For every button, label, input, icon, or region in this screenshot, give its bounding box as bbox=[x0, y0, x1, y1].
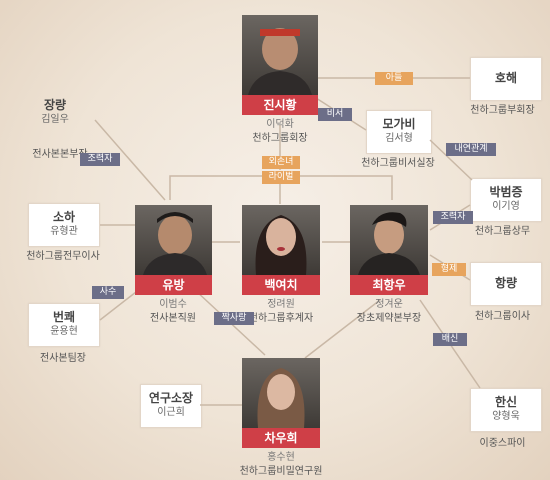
name-choehangu: 최항우 bbox=[350, 275, 428, 295]
portrait-chauhui bbox=[242, 358, 320, 428]
tag-betrayal: 배신 bbox=[433, 333, 467, 346]
tag-rival: 라이벌 bbox=[262, 171, 300, 184]
portrait-baekyeochi bbox=[242, 205, 320, 275]
actor-janglyang: 김일우 bbox=[41, 114, 69, 125]
tag-son: 아들 bbox=[375, 72, 413, 85]
name-hansin: 한신 bbox=[494, 395, 518, 409]
role-soha: 천하그룹전무이사 bbox=[26, 251, 100, 262]
tag-affair: 내연관계 bbox=[446, 143, 496, 156]
character-beonkwae[interactable]: 번쾌 윤용현 bbox=[28, 303, 100, 347]
role-jinsihwang: 천하그룹회장 bbox=[252, 133, 308, 144]
actor-hansin: 양형욱 bbox=[492, 411, 520, 422]
actor-yeongusojang: 이근희 bbox=[157, 407, 185, 418]
role-yubang: 전사본직원 bbox=[150, 313, 196, 324]
character-hangnyang[interactable]: 항량 bbox=[470, 262, 542, 306]
character-hohae[interactable]: 호해 bbox=[470, 57, 542, 101]
role-hansin: 이중스파이 bbox=[479, 438, 526, 449]
name-jinsihwang: 진시황 bbox=[242, 95, 318, 115]
character-soha[interactable]: 소하 유형관 bbox=[28, 203, 100, 247]
tag-granddaughter: 외손녀 bbox=[262, 156, 300, 169]
person-silhouette-icon bbox=[358, 212, 420, 275]
role-choehangu: 장초제약본부장 bbox=[356, 313, 422, 324]
tag-helper-right: 조력자 bbox=[433, 211, 473, 224]
portrait-yubang bbox=[135, 205, 212, 275]
name-hohae: 호해 bbox=[494, 71, 518, 85]
actor-baekyeochi: 정려원 bbox=[267, 299, 295, 310]
actor-choehangu: 정겨운 bbox=[375, 299, 403, 310]
character-mogabi[interactable]: 모가비 김서형 bbox=[366, 110, 432, 154]
line-choe-cha bbox=[304, 299, 381, 359]
actor-bakbeomjeung: 이기영 bbox=[492, 201, 520, 212]
person-silhouette-icon bbox=[257, 368, 305, 428]
portrait-jinsihwang bbox=[242, 15, 318, 95]
actor-beonkwae: 윤용현 bbox=[50, 326, 78, 337]
name-chauhui: 차우희 bbox=[242, 428, 320, 448]
name-bakbeomjeung: 박범증 bbox=[489, 185, 523, 199]
role-baekyeochi: 천하그룹후계자 bbox=[248, 313, 314, 324]
name-yubang: 유방 bbox=[135, 275, 212, 295]
name-mogabi: 모가비 bbox=[382, 117, 416, 131]
actor-yubang: 이범수 bbox=[159, 299, 187, 310]
name-soha: 소하 bbox=[52, 210, 76, 224]
actor-soha: 유형관 bbox=[50, 226, 78, 237]
name-janglyang: 장량 bbox=[43, 98, 67, 112]
name-yeongusojang: 연구소장 bbox=[148, 391, 194, 405]
tag-mentor: 사수 bbox=[92, 286, 124, 299]
tag-helper-left: 조력자 bbox=[80, 153, 120, 166]
character-hansin[interactable]: 한신 양형욱 bbox=[470, 388, 542, 432]
role-beonkwae: 전사본팀장 bbox=[40, 353, 86, 364]
line-affair bbox=[429, 139, 473, 181]
tag-crush: 짝사랑 bbox=[214, 312, 254, 325]
role-bakbeomjeung: 천하그룹상무 bbox=[474, 226, 531, 237]
tag-brothers: 형제 bbox=[432, 263, 466, 276]
actor-chauhui: 홍수현 bbox=[267, 452, 295, 463]
person-silhouette-icon bbox=[248, 28, 312, 95]
name-beonkwae: 번쾌 bbox=[52, 310, 76, 324]
character-yeongusojang[interactable]: 연구소장 이근희 bbox=[140, 384, 202, 428]
role-hohae: 천하그룹부회장 bbox=[470, 105, 535, 116]
actor-mogabi: 김서형 bbox=[385, 133, 413, 144]
role-hangnyang: 천하그룹이사 bbox=[474, 311, 531, 322]
role-janglyang: 전사본본부장 bbox=[32, 149, 88, 160]
person-silhouette-icon bbox=[255, 215, 307, 275]
name-hangnyang: 항량 bbox=[494, 276, 518, 290]
person-silhouette-icon bbox=[143, 212, 207, 275]
character-bakbeomjeung[interactable]: 박범증 이기영 bbox=[470, 178, 542, 222]
name-baekyeochi: 백여치 bbox=[242, 275, 320, 295]
portrait-choehangu bbox=[350, 205, 428, 275]
actor-jinsihwang: 이덕화 bbox=[266, 119, 294, 130]
tag-secretary: 비서 bbox=[318, 108, 352, 121]
role-chauhui: 천하그룹비밀연구원 bbox=[239, 466, 323, 477]
character-janglyang[interactable]: 장량 김일우 bbox=[30, 98, 80, 126]
role-mogabi: 천하그룹비서실장 bbox=[361, 158, 435, 169]
line-helper-left bbox=[94, 119, 166, 201]
